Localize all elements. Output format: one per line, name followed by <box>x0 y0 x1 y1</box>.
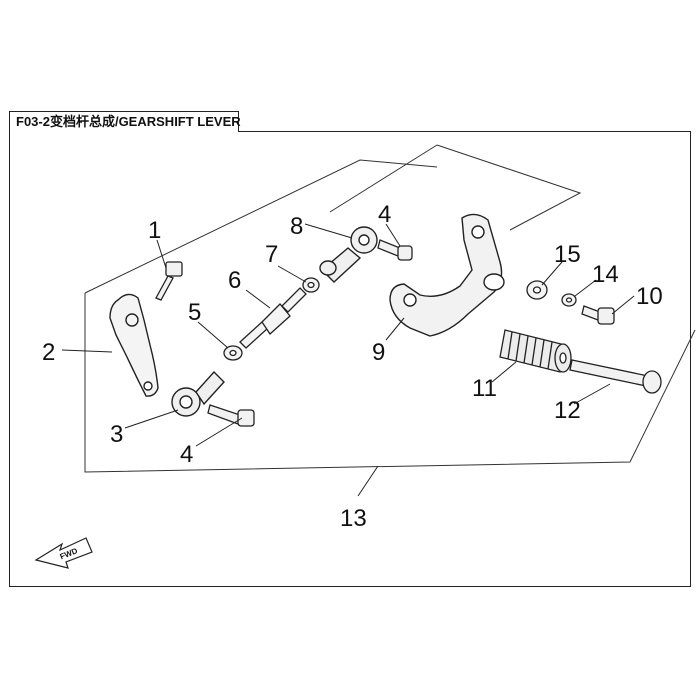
callout-15: 15 <box>554 241 581 268</box>
callout-1: 1 <box>148 217 161 244</box>
small-washer-part <box>561 293 577 307</box>
callout-2: 2 <box>42 339 55 366</box>
diagram-frame <box>9 131 691 587</box>
threaded-rod-part <box>239 287 307 349</box>
bolt-part-lower <box>207 404 255 427</box>
forward-arrow-icon: FWD <box>34 537 93 569</box>
nut-part <box>223 345 243 361</box>
callout-14: 14 <box>592 261 619 288</box>
callout-11: 11 <box>472 375 497 402</box>
shift-pedal-part <box>389 213 505 337</box>
callout-13: 13 <box>340 505 367 532</box>
assembly-outline <box>84 144 696 473</box>
nut-part-upper <box>302 277 320 293</box>
callout-7: 7 <box>265 241 278 268</box>
pedal-bolt-part <box>581 305 615 325</box>
upper-rod-end-part <box>319 226 378 283</box>
rod-end-part <box>171 370 225 417</box>
diagram-title: F03-2变档杆总成/GEARSHIFT LEVER <box>9 111 241 132</box>
callouts: 1 2 3 4 4 5 6 7 8 9 10 11 12 13 14 15 <box>42 201 663 532</box>
callout-10: 10 <box>636 283 663 310</box>
callout-5: 5 <box>188 299 201 326</box>
callout-4a: 4 <box>378 201 391 228</box>
callout-4b: 4 <box>180 441 193 468</box>
sleeve-part <box>499 329 572 373</box>
callout-3: 3 <box>110 421 123 448</box>
callout-8: 8 <box>290 213 303 240</box>
callout-9: 9 <box>372 339 385 366</box>
lever-arm-part <box>109 293 159 397</box>
long-bolt-part <box>569 359 662 394</box>
washer-part <box>526 280 548 300</box>
callout-12: 12 <box>554 397 581 424</box>
bolt-part <box>155 261 183 301</box>
bolt-part-upper <box>377 239 413 261</box>
leader-lines <box>61 223 635 497</box>
callout-6: 6 <box>228 267 241 294</box>
